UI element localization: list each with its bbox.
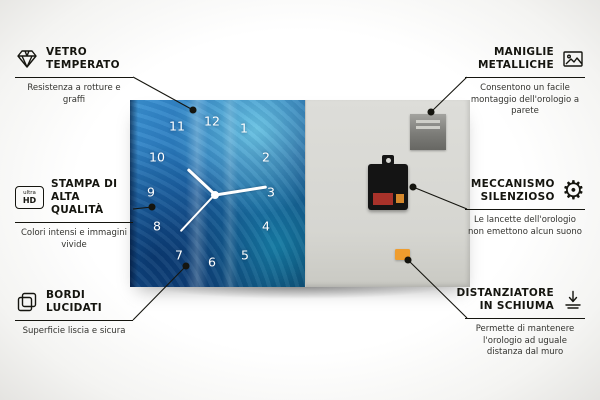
clock-center-cap — [211, 191, 219, 199]
callout-bordi-lucidati: BORDI LUCIDATI Superficie liscia e sicur… — [15, 289, 133, 338]
layers-icon — [15, 290, 39, 314]
picture-frame-icon — [561, 47, 585, 71]
callout-title: MECCANISMO SILENZIOSO — [470, 178, 555, 204]
clock-product-image: 11 12 1 2 3 4 5 6 7 8 9 10 — [130, 100, 470, 287]
callout-subtitle: Resistenza a rotture e graffi — [27, 83, 121, 105]
clock-number: 1 — [240, 120, 248, 136]
clock-number: 9 — [147, 184, 155, 200]
mechanism-detail — [396, 194, 405, 203]
gloss-streak — [186, 100, 208, 287]
clock-number: 4 — [262, 218, 270, 234]
callout-subtitle: Le lancette dell'orologio non emettono a… — [468, 215, 582, 237]
foam-spacer — [395, 249, 411, 260]
callout-subtitle: Permette di mantenere l'orologio ad ugua… — [475, 324, 575, 358]
clock-number: 3 — [267, 184, 275, 200]
callout-title: DISTANZIATORE IN SCHIUMA — [456, 287, 554, 313]
callout-meccanismo-silenzioso: MECCANISMO SILENZIOSO ⚙ Le lancette dell… — [465, 178, 585, 238]
metal-hanger-plate — [410, 114, 446, 150]
ultra-hd-label: HD — [22, 195, 37, 205]
clock-number: 11 — [169, 118, 185, 134]
clock-mechanism — [368, 155, 409, 210]
clock-number: 12 — [204, 113, 220, 129]
callout-header: VETRO TEMPERATO — [15, 46, 133, 79]
callout-title: STAMPA DI ALTA QUALITÀ — [51, 178, 118, 217]
gear-glyph: ⚙ — [561, 176, 585, 207]
callout-maniglie-metalliche: MANIGLIE METALLICHE Consentono un facile… — [465, 46, 585, 118]
callout-subtitle: Superficie liscia e sicura — [22, 326, 126, 337]
callout-vetro-temperato: VETRO TEMPERATO Resistenza a rotture e g… — [15, 46, 133, 106]
callout-header: MECCANISMO SILENZIOSO ⚙ — [465, 178, 585, 211]
callout-subtitle: Consentono un facile montaggio dell'orol… — [470, 83, 580, 117]
clock-number: 7 — [175, 247, 183, 263]
callout-title: VETRO TEMPERATO — [46, 46, 120, 72]
ultra-hd-label: ultra — [23, 190, 36, 197]
callout-header: MANIGLIE METALLICHE — [465, 46, 585, 79]
clock-back-side — [305, 100, 470, 287]
clock-front-face: 11 12 1 2 3 4 5 6 7 8 9 10 — [130, 100, 306, 287]
mechanism-hook — [382, 155, 395, 165]
clock-number: 8 — [153, 218, 161, 234]
wall-spacer-icon — [561, 288, 585, 312]
ultra-hd-icon: ultra HD — [15, 186, 44, 210]
callout-subtitle: Colori intensi e immagini vivide — [20, 228, 127, 250]
callout-title: MANIGLIE METALLICHE — [477, 46, 554, 72]
gear-icon: ⚙ — [562, 178, 585, 204]
callout-stampa-alta-qualita: ultra HD STAMPA DI ALTA QUALITÀ Colori i… — [15, 178, 133, 251]
clock-number: 10 — [149, 149, 165, 165]
clock-number: 2 — [262, 149, 270, 165]
callout-title: BORDI LUCIDATI — [46, 289, 102, 315]
callout-distanziatore-schiuma: DISTANZIATORE IN SCHIUMA Permette di man… — [456, 287, 585, 359]
callout-header: ultra HD STAMPA DI ALTA QUALITÀ — [15, 178, 133, 224]
battery — [373, 193, 394, 205]
clock-number: 5 — [241, 247, 249, 263]
callout-header: BORDI LUCIDATI — [15, 289, 133, 322]
diamond-icon — [15, 47, 39, 71]
clock-number: 6 — [208, 254, 216, 270]
callout-header: DISTANZIATORE IN SCHIUMA — [456, 287, 585, 320]
